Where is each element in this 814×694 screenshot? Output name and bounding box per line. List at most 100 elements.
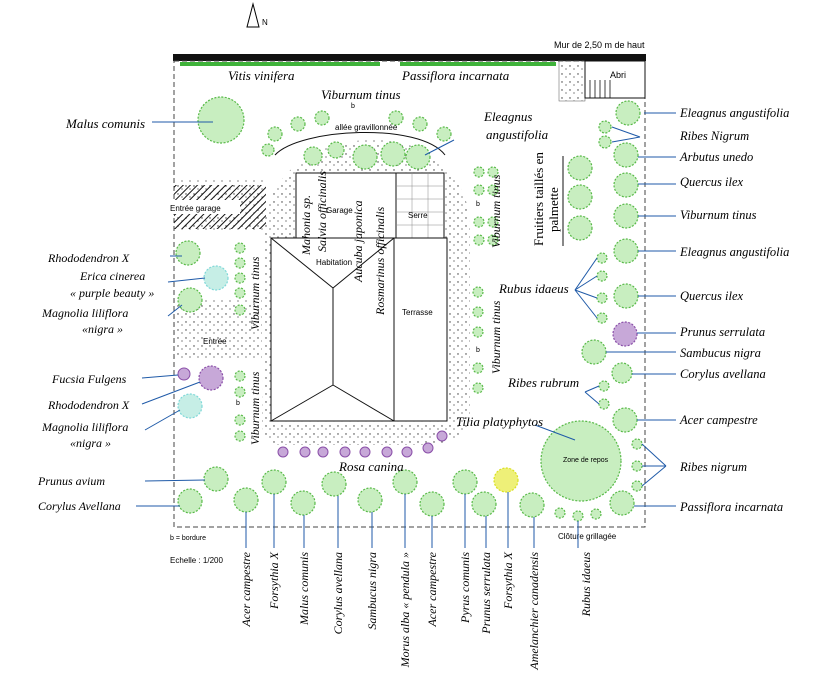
bottom-plant-label: Acer campestre <box>425 551 439 627</box>
label-vitis: Vitis vinifera <box>228 68 295 83</box>
label-magnolia-2a: Magnolia liliflora <box>41 420 128 434</box>
shelter-gravel <box>558 60 586 102</box>
label-viburnum-left-lower: Viburnum tinus <box>248 371 262 445</box>
shrub <box>493 467 519 493</box>
shrub <box>613 203 639 229</box>
shrub <box>327 141 345 159</box>
label-viburnum-right-lower: Viburnum tinus <box>489 300 503 374</box>
house-roof <box>270 237 395 422</box>
right-plant-label: Prunus serrulata <box>679 325 765 339</box>
label-tilia: Tilia platyphytos <box>456 414 543 429</box>
shrub <box>198 365 224 391</box>
label-eleagnus-center-2: angustifolia <box>486 127 549 142</box>
bottom-plant-label: Forsythia X <box>267 551 281 610</box>
label-rhododendron-1: Rhododendron X <box>47 251 130 265</box>
shrub <box>321 471 347 497</box>
scale-label: Echelle : 1/200 <box>170 556 223 565</box>
label-malus-left: Malus comunis <box>65 116 145 131</box>
label-salvia: Salvia officinalis <box>315 171 329 252</box>
shrub <box>412 116 428 132</box>
shrub <box>519 492 545 518</box>
label-mahonia: Mahonia sp. <box>299 195 313 256</box>
greenhouse <box>395 172 445 239</box>
garage <box>295 172 397 240</box>
right-plant-label: Acer campestre <box>679 413 758 427</box>
label-magnolia-1b: «nigra » <box>82 322 123 336</box>
shrub <box>598 135 612 149</box>
greenhouse-grid <box>396 173 444 238</box>
shrub <box>612 407 638 433</box>
right-plant-label: Passiflora incarnata <box>679 500 783 514</box>
label-corylus-left: Corylus Avellana <box>38 499 121 513</box>
leader-lines <box>136 112 676 548</box>
label-fucsia: Fucsia Fulgens <box>51 372 127 386</box>
shrub <box>261 469 287 495</box>
label-ribes-rubrum: Ribes rubrum <box>507 375 579 390</box>
shrub <box>203 265 229 291</box>
border-marker: b <box>476 347 480 354</box>
shrub <box>290 490 316 516</box>
play-area-label: Zone de repos <box>563 457 609 464</box>
label-magnolia-2b: «nigra » <box>70 436 111 450</box>
right-plant-label: Quercus ilex <box>680 289 744 303</box>
boundary-wall <box>173 54 646 61</box>
shrub <box>357 487 383 513</box>
shrub <box>567 215 593 241</box>
label-prunus-avium: Prunus avium <box>37 474 105 488</box>
bottom-plant-label: Corylus avellana <box>331 552 345 634</box>
border-marker: b <box>236 400 240 407</box>
shrub <box>303 146 323 166</box>
shrub <box>613 142 639 168</box>
shrub <box>261 143 275 157</box>
shrub <box>567 184 593 210</box>
shrub <box>613 283 639 309</box>
shrub <box>177 367 191 381</box>
right-plant-label: Sambucus nigra <box>680 346 761 360</box>
shrub <box>405 144 431 170</box>
shrub <box>380 141 406 167</box>
shrub <box>203 466 229 492</box>
border-legend: b = bordure <box>170 535 206 542</box>
bottom-plant-label: Acer campestre <box>239 551 253 627</box>
label-aucuba: Aucuba japonica <box>351 200 365 283</box>
label-passiflora-top: Passiflora incarnata <box>401 68 510 83</box>
plot-boundary <box>173 60 646 528</box>
path-label: allée gravillonnée <box>335 123 398 132</box>
label-rubus-center: Rubus idaeus <box>498 281 569 296</box>
north-arrow-icon: N <box>246 2 268 28</box>
shrub <box>290 116 306 132</box>
bottom-plant-label: Rubus idaeus <box>579 552 593 618</box>
label-rosa: Rosa canina <box>338 459 404 474</box>
shrub <box>598 120 612 134</box>
right-plant-label: Viburnum tinus <box>680 208 757 222</box>
bottom-plant-label: Prunus serrulata <box>479 552 493 635</box>
bottom-plant-label: Pyrus comunis <box>458 552 472 624</box>
shrub <box>175 240 201 266</box>
espalier-label: Fruitiers taillés en palmette <box>531 152 561 246</box>
right-plant-label: Ribes nigrum <box>679 460 747 474</box>
shrub <box>609 490 635 516</box>
label-rhododendron-2: Rhododendron X <box>47 398 130 412</box>
terrace <box>393 237 448 422</box>
shrub <box>419 491 445 517</box>
entry-label: Entrée <box>203 337 227 346</box>
bottom-plant-label: Morus alba « pendula » <box>398 552 412 668</box>
shrub <box>567 155 593 181</box>
shrub <box>177 287 203 313</box>
hedge-dots <box>234 166 643 522</box>
right-plant-label: Arbutus unedo <box>679 150 753 164</box>
shrub <box>233 487 259 513</box>
fence-label: Clôture grillagée <box>558 532 617 541</box>
shrub <box>471 491 497 517</box>
garage-label: Garage <box>326 206 353 215</box>
shrub <box>314 110 330 126</box>
label-erica-2: « purple beauty » <box>70 286 154 300</box>
shrub <box>613 238 639 264</box>
label-magnolia-1a: Magnolia liliflora <box>41 306 128 320</box>
tilia-tree <box>540 420 622 502</box>
path-border-arc <box>274 131 446 156</box>
north-label: N <box>262 18 268 27</box>
shrub <box>197 96 245 144</box>
